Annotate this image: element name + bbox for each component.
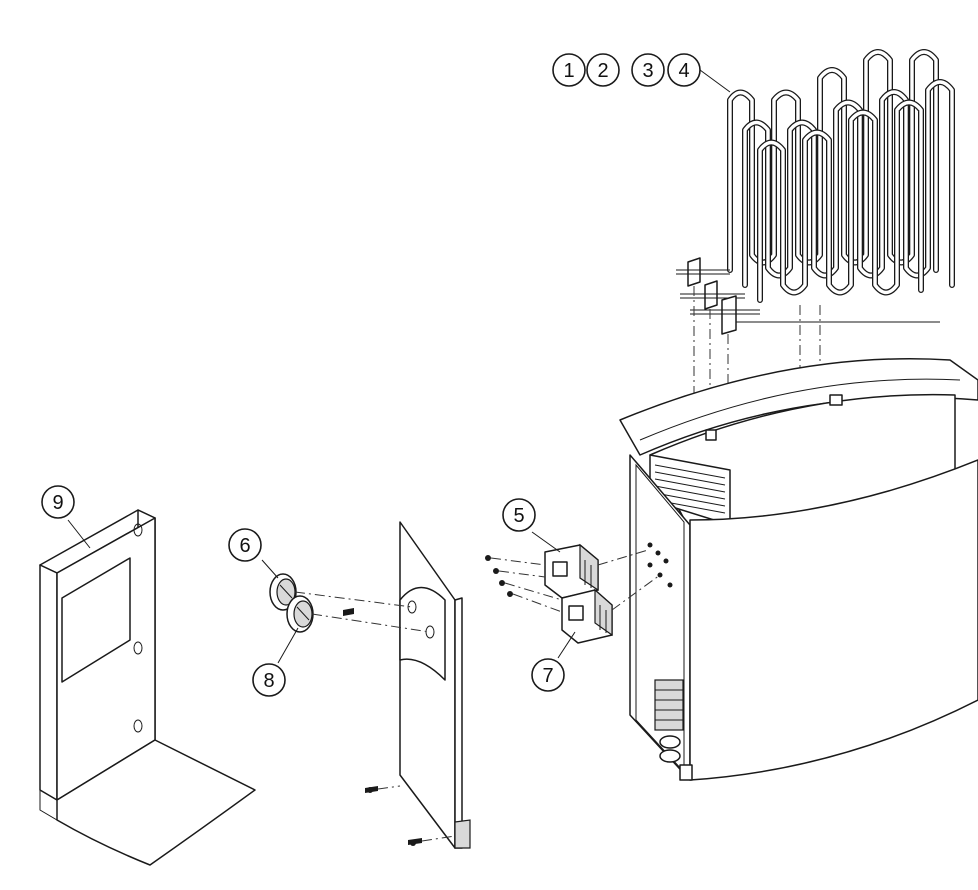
callout-1-label: 1 (563, 60, 574, 82)
control-panel (365, 521, 471, 849)
mounting-bracket (39, 509, 256, 866)
knob-shafts (294, 591, 431, 633)
callout-6-label: 6 (239, 535, 250, 557)
callout-9-label: 9 (52, 492, 63, 514)
callout-6: 6 (228, 528, 262, 562)
callout-4: 4 (667, 53, 701, 87)
knob-8 (286, 595, 314, 633)
callout-4-label: 4 (678, 60, 689, 82)
relay-7 (561, 588, 613, 644)
callout-3: 3 (631, 53, 665, 87)
callout-8: 8 (252, 663, 286, 697)
callout-8-label: 8 (263, 670, 274, 692)
callout-3-label: 3 (642, 60, 653, 82)
callout-leaders (67, 69, 731, 664)
callout-7-label: 7 (542, 665, 553, 687)
callout-2-label: 2 (597, 60, 608, 82)
relay-5 (544, 543, 599, 599)
callout-9: 9 (41, 485, 75, 519)
heater-body (619, 358, 978, 781)
knob-6 (269, 573, 297, 611)
callout-1: 1 (552, 53, 586, 87)
relay-screws (485, 549, 661, 613)
callout-7: 7 (531, 658, 565, 692)
callout-5: 5 (502, 498, 536, 532)
callout-2: 2 (586, 53, 620, 87)
callout-5-label: 5 (513, 505, 524, 527)
